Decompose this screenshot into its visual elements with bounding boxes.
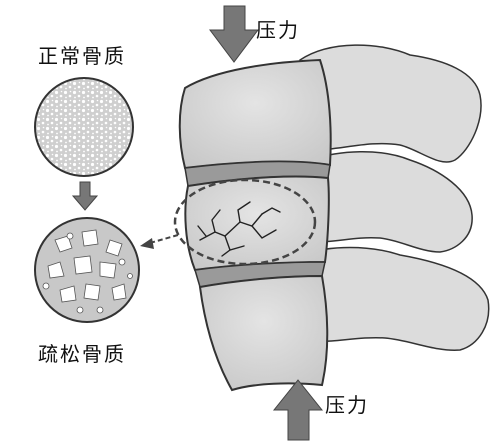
osteoporotic-bone-circle	[34, 217, 140, 323]
fractured-vertebra	[184, 175, 330, 272]
pressure-arrow-bottom	[272, 379, 324, 441]
lower-vertebra	[198, 274, 329, 392]
pressure-label-bottom: 压力	[325, 393, 369, 417]
normal-bone-label: 正常骨质	[38, 44, 126, 68]
fracture-highlight-ellipse	[173, 178, 317, 266]
fracture-cracks	[197, 201, 281, 257]
normal-bone-circle	[34, 77, 134, 177]
upper-vertebra	[178, 58, 332, 170]
posterior-processes	[299, 44, 490, 351]
pressure-arrow-top	[209, 5, 259, 63]
dashed-pointer-arrow	[140, 234, 179, 249]
transition-arrow	[71, 181, 99, 211]
osteoporotic-bone-label: 疏松骨质	[38, 342, 126, 366]
pressure-label-top: 压力	[256, 18, 300, 42]
